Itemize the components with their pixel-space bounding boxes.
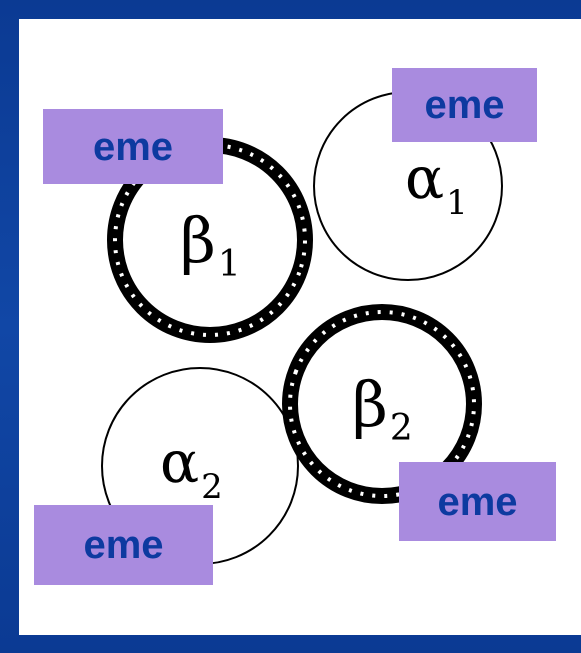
alpha1-symbol: α1 — [405, 144, 468, 223]
subunit-beta2: β2 — [282, 304, 482, 504]
heme-label-top-left: eme — [43, 109, 223, 184]
heme-label-top-right: eme — [392, 68, 537, 142]
beta2-ring-texture — [288, 310, 476, 498]
heme-label-bottom-right: eme — [399, 462, 556, 541]
beta2-symbol: β2 — [352, 368, 413, 449]
beta1-ring-texture — [113, 143, 307, 337]
subunit-alpha1: α1 — [313, 91, 503, 281]
beta2-ring — [282, 304, 482, 504]
alpha2-symbol: α2 — [160, 428, 223, 507]
heme-label-bottom-left: eme — [34, 505, 213, 585]
beta1-symbol: β1 — [180, 204, 241, 285]
